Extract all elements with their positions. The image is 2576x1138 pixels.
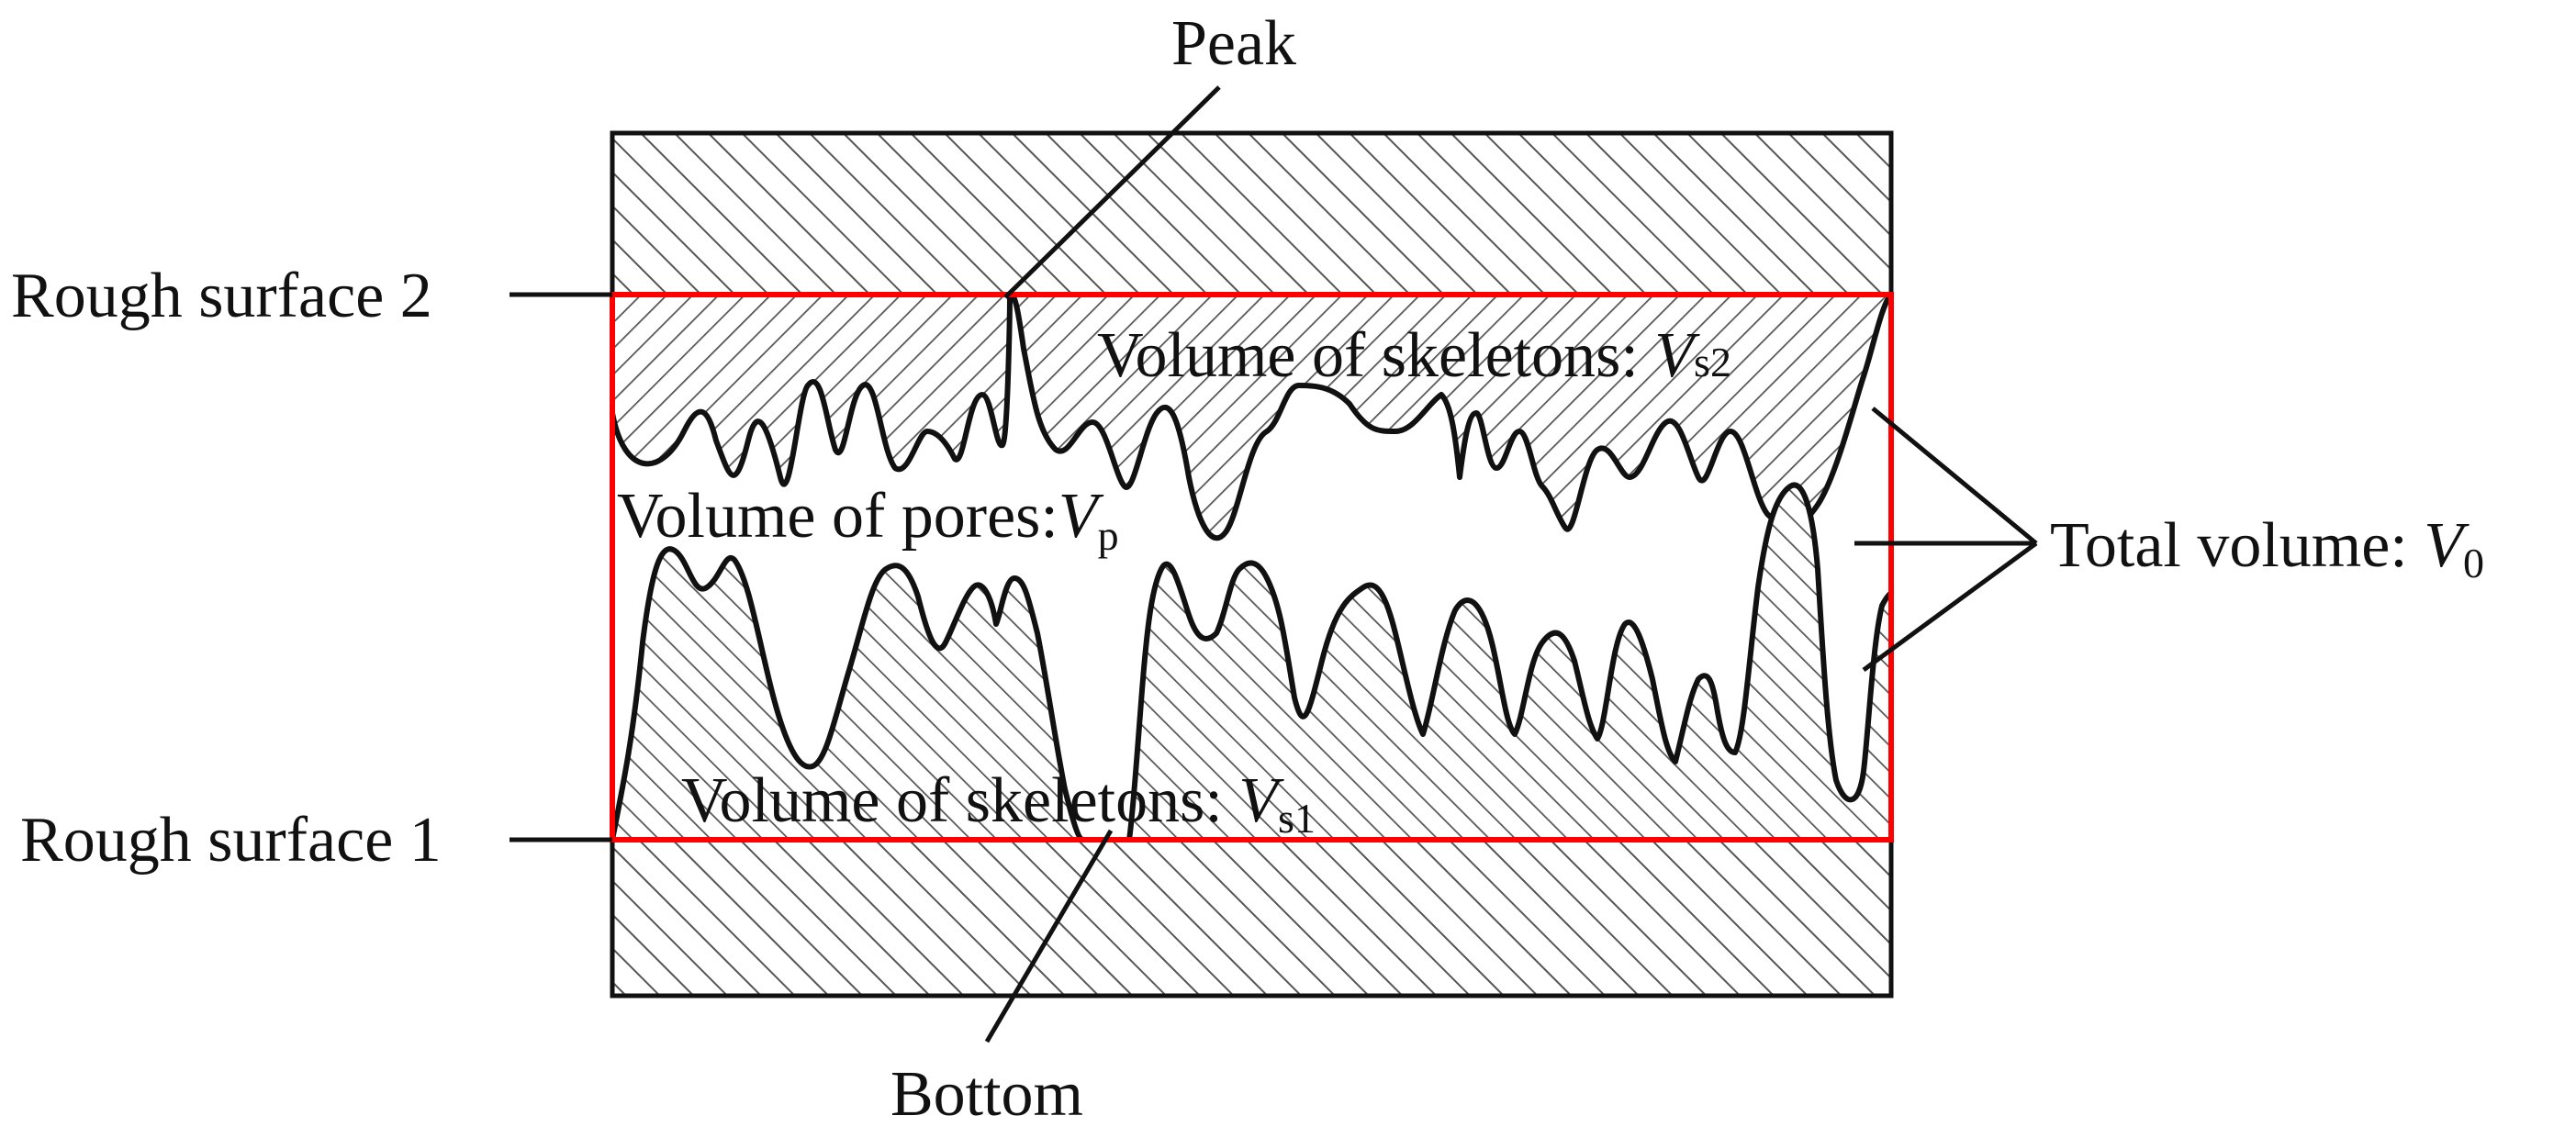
peak-label: Peak: [1171, 8, 1296, 79]
upper-solid-block: [610, 130, 1894, 297]
rough-surface-1-profile: [612, 482, 1891, 840]
skeleton-top-label: Volume of skeletons: Vs2: [1097, 320, 1731, 391]
rough-surface-2-profile: [612, 295, 1891, 541]
rough-surface-1-label: Rough surface 1: [20, 805, 442, 876]
total-volume-label: Total volume: V0: [2050, 510, 2484, 586]
total-volume-frame: [610, 292, 1894, 842]
peak-leader-line: [1003, 85, 1221, 299]
bottom-label: Bottom: [890, 1059, 1083, 1130]
lower-solid-block: [610, 837, 1894, 999]
skeleton-bottom-label: Volume of skeletons: Vs1: [681, 765, 1316, 842]
rough-surface-2-label: Rough surface 2: [11, 261, 432, 331]
total-volume-leader-lines: [1854, 407, 2038, 673]
pores-label: Volume of pores:Vp: [617, 481, 1119, 559]
bottom-leader-line: [984, 829, 1114, 1043]
